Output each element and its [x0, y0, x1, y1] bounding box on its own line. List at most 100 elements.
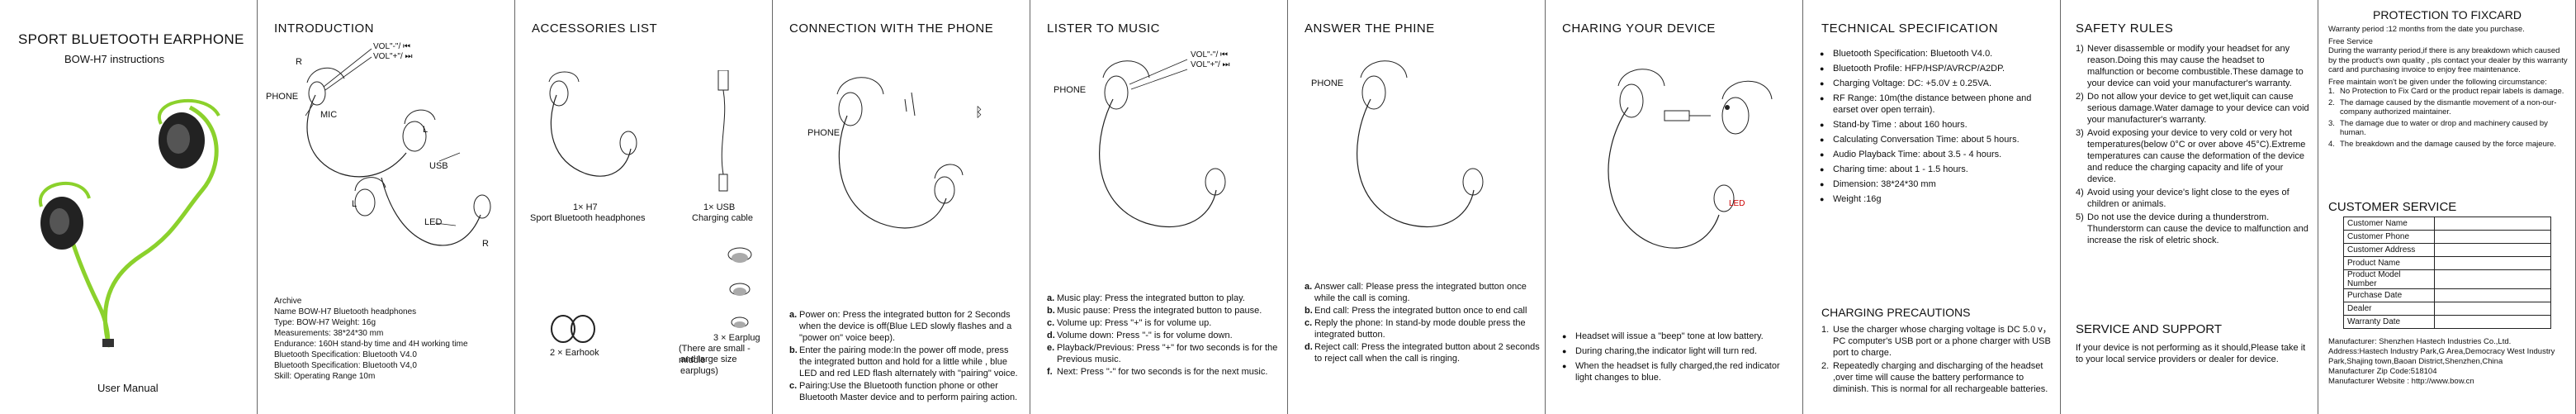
- intro-label-r: R: [296, 57, 302, 67]
- connect-step: b.Enter the pairing mode:In the power of…: [789, 345, 1018, 378]
- accessories-panel: ACCESSORIES LIST 1× H7 Sport Bluetooth h…: [515, 0, 773, 414]
- earhook-icons: [551, 315, 595, 343]
- spec-line: Measurements: 38*24*30 mm: [274, 329, 384, 338]
- table-row: Customer Name: [2343, 217, 2551, 231]
- precaution-item: 2.Repeatedly charging and discharging of…: [1821, 361, 2048, 394]
- not-given-title: Free maintain won't be given under the f…: [2328, 77, 2547, 87]
- table-input-cell[interactable]: [2434, 315, 2551, 329]
- intro-label-r2: R: [482, 239, 489, 249]
- usb-cable-image: [717, 70, 729, 192]
- answer-headset-diagram: [1357, 60, 1484, 227]
- warranty-body: Warranty period :12 months from the date…: [2328, 25, 2569, 150]
- charging-notes: Headset will issue a "beep" tone at low …: [1560, 331, 1796, 387]
- connect-phone-label: PHONE: [807, 128, 841, 138]
- table-input-cell[interactable]: [2434, 217, 2551, 231]
- table-label: Product Name: [2343, 256, 2435, 270]
- tech-spec-item: Stand-by Time : about 160 hours.: [1818, 119, 2053, 131]
- table-input-cell[interactable]: [2434, 269, 2551, 289]
- spec-line: Type: BOW-H7 Weight: 16g: [274, 318, 376, 327]
- music-step: b.Music pause: Press the integrated butt…: [1047, 306, 1262, 316]
- acc-headphones-name: Sport Bluetooth headphones: [530, 213, 646, 223]
- table-label: Warranty Date: [2343, 315, 2435, 329]
- charging-led-label: LED: [1729, 199, 1745, 208]
- manufacturer-website[interactable]: Manufacturer Website : http://www.bow.cn: [2328, 377, 2474, 386]
- answer-step: a.Answer call: Please press the integrat…: [1305, 282, 1527, 303]
- tech-spec-item: Bluetooth Specification: Bluetooth V4.0.: [1818, 48, 2053, 59]
- tech-spec-item: Charing time: about 1 - 1.5 hours.: [1818, 164, 2053, 175]
- music-vol-plus: VOL"+"/ ⏭: [1191, 60, 1230, 69]
- connect-steps: a.Power on: Press the integrated button …: [789, 309, 1020, 404]
- charging-note: Headset will issue a "beep" tone at low …: [1560, 331, 1796, 342]
- precaution-item: 1.Use the charger whose charging voltage…: [1821, 325, 2052, 358]
- table-input-cell[interactable]: [2434, 243, 2551, 257]
- table-label: Customer Address: [2343, 243, 2435, 257]
- connect-step: c.Pairing:Use the Bluetooth function pho…: [789, 381, 1018, 402]
- headset-diagram: [305, 48, 491, 246]
- table-label: Customer Phone: [2343, 230, 2435, 244]
- spec-line: Name BOW-H7 Bluetooth headphones: [274, 307, 417, 316]
- tech-spec-item: Dimension: 38*24*30 mm: [1818, 178, 2053, 190]
- tech-spec-item: Charging Voltage: DC: +5.0V ± 0.25VA.: [1818, 78, 2053, 89]
- charging-note: During charing,the indicator light will …: [1560, 345, 1796, 357]
- safety-rule: 2)Do not allow your device to get wet,li…: [2076, 92, 2309, 125]
- service-text: If your device is not performing as it s…: [2076, 343, 2306, 364]
- spec-line: Endurance: 160H stand-by time and 4H wor…: [274, 340, 468, 349]
- table-input-cell[interactable]: [2434, 256, 2551, 270]
- intro-label-usb: USB: [429, 161, 448, 171]
- intro-label-mic: MIC: [320, 110, 338, 120]
- service-title: SERVICE AND SUPPORT: [2076, 322, 2222, 336]
- safety-title: SAFETY RULES: [2076, 21, 2174, 36]
- manufacturer-name: Manufacturer: Shenzhen Hastech Industrie…: [2328, 337, 2512, 346]
- cover-subtitle: BOW-H7 instructions: [64, 53, 165, 65]
- bluetooth-icon: ᛒ: [975, 106, 983, 120]
- intro-panel: INTRODUCTION VOL"-"/ ⏮ VOL"+"/ ⏭ R PHONE…: [258, 0, 515, 414]
- tech-spec-item: RF Range: 10m(the distance between phone…: [1818, 93, 2053, 116]
- intro-label-l: L: [423, 125, 429, 135]
- table-label: Product Model Number: [2343, 269, 2435, 289]
- table-row: Customer Address: [2343, 243, 2551, 257]
- table-label: Customer Name: [2343, 217, 2435, 231]
- table-row: Customer Phone: [2343, 230, 2551, 244]
- charging-title: CHARING YOUR DEVICE: [1562, 21, 1716, 36]
- table-input-cell[interactable]: [2434, 230, 2551, 244]
- safety-rule: 5)Do not use the device during a thunder…: [2076, 212, 2308, 245]
- warranty-period: Warranty period :12 months from the date…: [2328, 25, 2525, 34]
- intro-label-led: LED: [424, 217, 443, 227]
- manufacturer-info: Manufacturer: Shenzhen Hastech Industrie…: [2328, 337, 2569, 387]
- answer-step: c.Reply the phone: In stand-by mode doub…: [1305, 318, 1526, 340]
- table-label: Dealer: [2343, 302, 2435, 316]
- answer-steps: a.Answer call: Please press the integrat…: [1305, 281, 1540, 365]
- free-service-title: Free Service: [2328, 36, 2373, 46]
- music-panel: LISTER TO MUSIC VOL"-"/ ⏮ VOL"+"/ ⏭ PHON…: [1030, 0, 1288, 414]
- acc-usb-name: Charging cable: [692, 213, 753, 223]
- answer-phone-label: PHONE: [1311, 79, 1344, 88]
- table-input-cell[interactable]: [2434, 288, 2551, 302]
- table-input-cell[interactable]: [2434, 302, 2551, 316]
- spec-line: Bluetooth Specification: Bluetooth V4,0: [274, 361, 417, 370]
- answer-panel: ANSWER THE PHINE PHONE a.Answer call: Pl…: [1288, 0, 1546, 414]
- intro-title: INTRODUCTION: [274, 21, 374, 36]
- connect-headset-diagram: [836, 77, 964, 229]
- charging-note: When the headset is fully charged,the re…: [1560, 360, 1796, 383]
- safety-panel: SAFETY RULES 1)Never disassemble or modi…: [2061, 0, 2318, 414]
- table-row: Product Model Number: [2343, 269, 2551, 289]
- charging-headset-diagram: [1608, 69, 1773, 249]
- tech-specs: Bluetooth Specification: Bluetooth V4.0.…: [1818, 48, 2053, 208]
- intro-label-vol-minus: VOL"-"/ ⏮: [373, 42, 410, 51]
- accessories-title: ACCESSORIES LIST: [532, 21, 658, 36]
- connect-step: a.Power on: Press the integrated button …: [789, 310, 1012, 343]
- table-row: Warranty Date: [2343, 315, 2551, 329]
- spec-line: Bluetooth Specification: Bluetooth V4.0: [274, 350, 417, 359]
- cover-panel: SPORT BLUETOOTH EARPHONE BOW-H7 instruct…: [0, 0, 258, 414]
- intro-label-phone: PHONE: [266, 92, 299, 102]
- tech-spec-item: Calculating Conversation Time: about 5 h…: [1818, 134, 2053, 145]
- spec-line: Skill: Operating Range 10m: [274, 372, 376, 381]
- music-step: c.Volume up: Press "+" is for volume up.: [1047, 318, 1212, 328]
- acc-earplug-note1: (There are small - middle: [679, 344, 751, 365]
- answer-step: d.Reject call: Press the integrated butt…: [1305, 342, 1540, 364]
- not-given-item: 2.The damage caused by the dismantle mov…: [2328, 98, 2557, 117]
- tech-spec-item: Bluetooth Profile: HFP/HSP/AVRCP/A2DP.: [1818, 63, 2053, 74]
- earphone-product-image: [38, 98, 220, 348]
- safety-rules: 1)Never disassemble or modify your heads…: [2076, 43, 2311, 248]
- customer-info-table: Customer Name Customer Phone Customer Ad…: [2343, 217, 2551, 329]
